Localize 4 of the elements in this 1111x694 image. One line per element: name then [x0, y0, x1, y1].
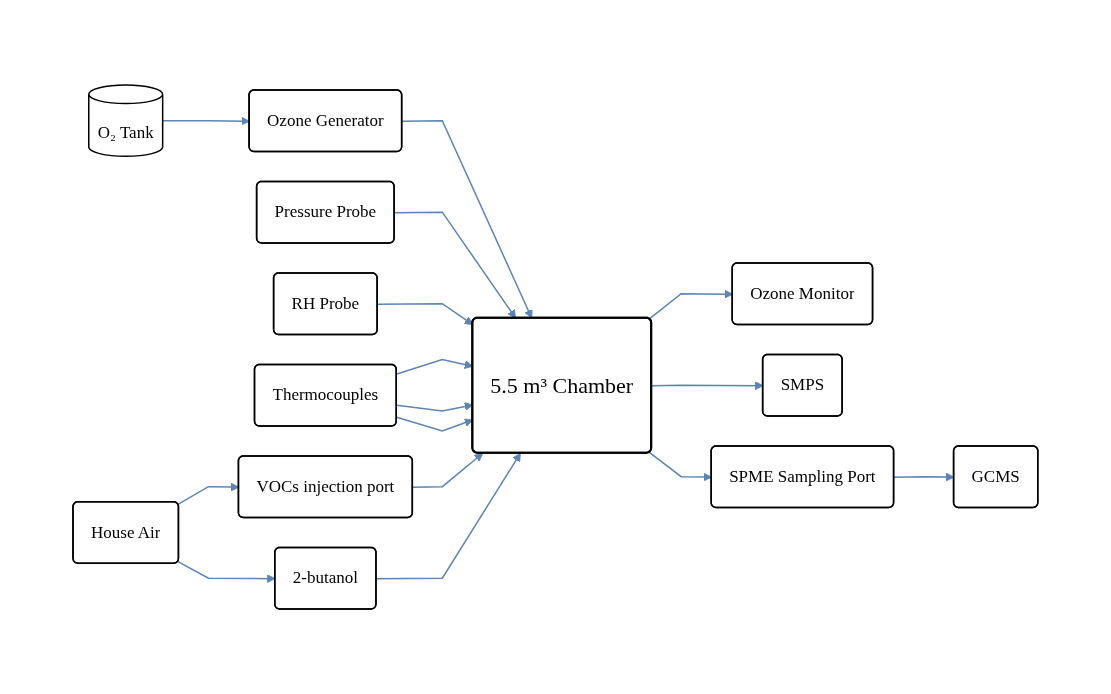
arrow — [412, 452, 484, 488]
arrow — [377, 302, 474, 326]
arrow — [401, 119, 533, 319]
arrow — [394, 211, 517, 319]
